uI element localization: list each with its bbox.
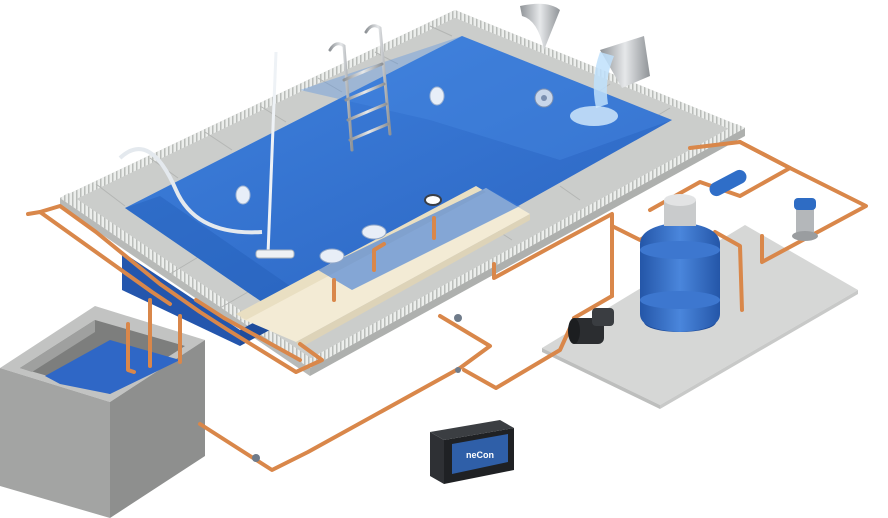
sand-filter: [640, 194, 720, 332]
balance-tank: [0, 306, 205, 518]
pre-filter: [792, 198, 818, 241]
pool-step: [318, 188, 520, 290]
waterfall: [520, 3, 650, 126]
wall-light-icon: [235, 185, 251, 205]
floor-drain-icon: [361, 224, 387, 240]
valve-icon: [252, 454, 260, 462]
wall-light-icon: [429, 86, 445, 106]
pool-water: [125, 36, 672, 302]
heat-exchanger: [709, 169, 747, 197]
ladder: [328, 24, 392, 152]
controller: neCon: [430, 420, 514, 484]
pipework: [26, 140, 868, 472]
inlet-icon: [424, 194, 442, 206]
valve-icon: [455, 367, 461, 373]
pool-cleaner: [118, 51, 295, 259]
pool-fittings: [235, 86, 554, 264]
floor-drain-icon: [319, 248, 345, 264]
pump: [568, 308, 614, 344]
valves: [252, 314, 462, 462]
controller-brand-label: neCon: [466, 450, 494, 460]
valve-icon: [454, 314, 462, 322]
